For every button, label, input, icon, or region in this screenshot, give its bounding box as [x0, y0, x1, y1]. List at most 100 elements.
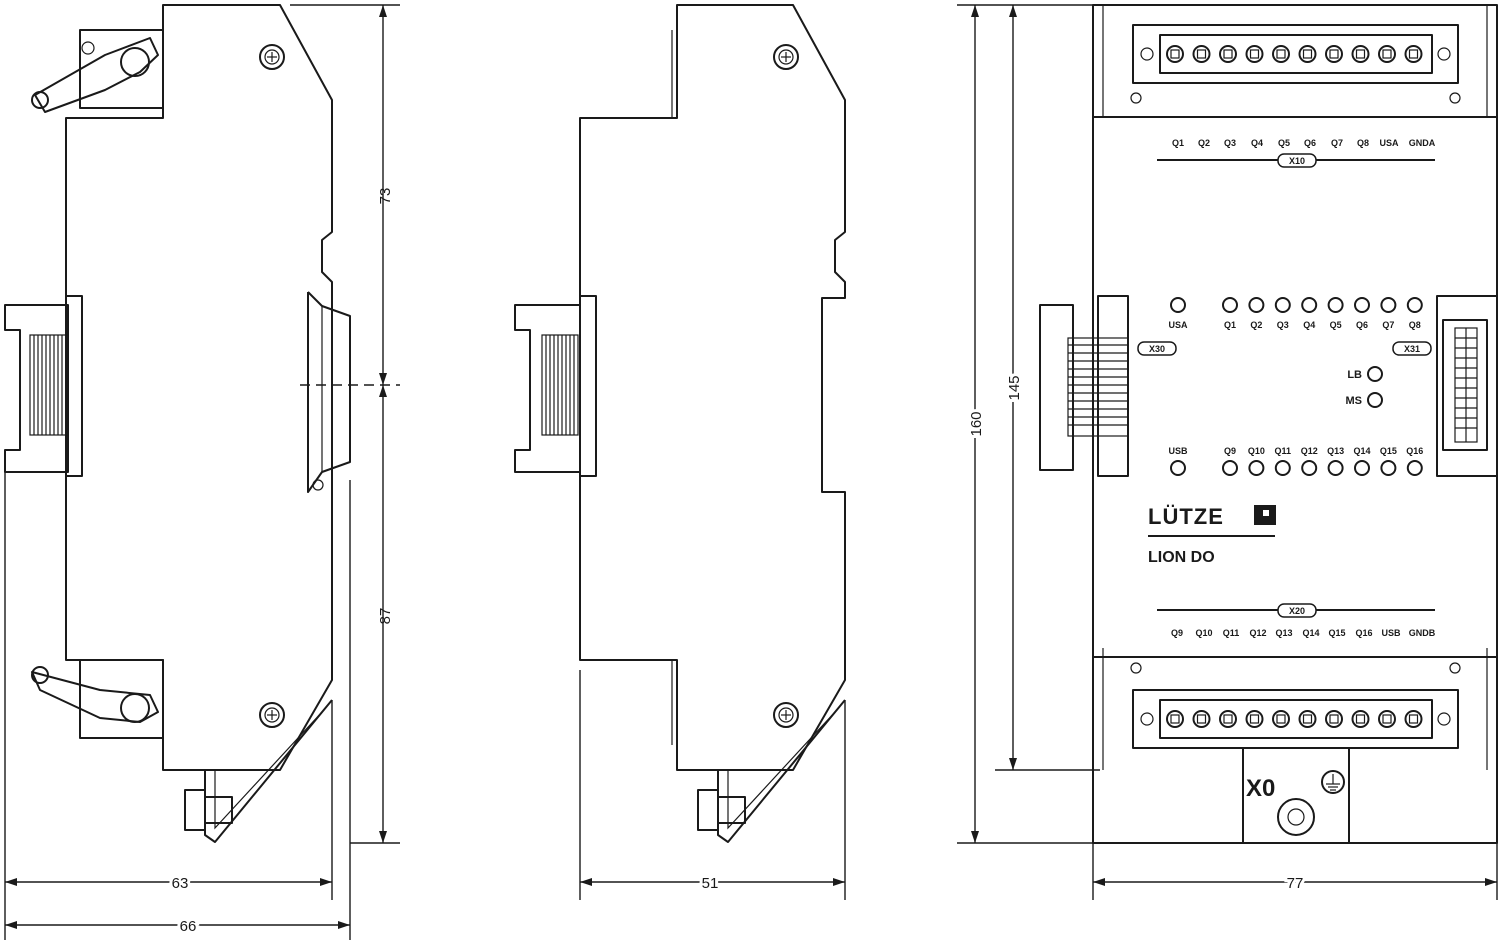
pin-label: Q1 [1172, 138, 1184, 148]
terminal-pin [1378, 45, 1396, 63]
svg-text:X10: X10 [1289, 156, 1305, 166]
pin-label: Q15 [1328, 628, 1345, 638]
pin-label: USA [1379, 138, 1399, 148]
pin-label: Q4 [1251, 138, 1263, 148]
screw-icon [259, 44, 285, 70]
led-indicator: Q15 [1380, 446, 1397, 476]
led-indicator: Q14 [1353, 446, 1371, 476]
bus-connector-x31: X31 [1392, 295, 1498, 477]
pin-label: Q5 [1278, 138, 1290, 148]
terminal-pin [1298, 710, 1317, 728]
svg-text:Q14: Q14 [1353, 446, 1370, 456]
terminal-pin [1245, 710, 1264, 728]
side-view [514, 4, 846, 843]
led-indicator: Q4 [1301, 297, 1318, 330]
dim-77: 77 [1287, 875, 1304, 892]
svg-text:Q4: Q4 [1303, 320, 1315, 330]
led-indicator: Q9 [1222, 446, 1238, 476]
side1-dimensions: 73 87 63 66 [4, 4, 400, 940]
bus-connector [4, 295, 83, 477]
svg-text:Q13: Q13 [1327, 446, 1344, 456]
led-indicator: Q2 [1248, 297, 1265, 330]
status-led-ms: MS [1346, 392, 1383, 408]
pin-label: Q11 [1223, 628, 1240, 638]
model-name: LION DO [1148, 549, 1215, 566]
led-indicator: Q10 [1248, 446, 1265, 476]
terminal-connector-x10 [1130, 24, 1461, 104]
terminal-pin [1219, 710, 1237, 728]
dim-145: 145 [1006, 375, 1023, 400]
svg-text:USA: USA [1168, 320, 1188, 330]
mounting-foot [697, 699, 846, 843]
svg-text:USB: USB [1168, 446, 1188, 456]
dim-160: 160 [968, 411, 985, 436]
dim-63: 63 [172, 875, 189, 892]
terminal-pin [1192, 45, 1211, 63]
terminal-pin [1272, 45, 1290, 63]
pin-label: Q2 [1198, 138, 1210, 148]
svg-text:MS: MS [1346, 395, 1363, 407]
latch-lever-icon [31, 659, 164, 739]
svg-text:LB: LB [1347, 369, 1362, 381]
pin-label: Q10 [1195, 628, 1212, 638]
mounting-foot [184, 699, 333, 843]
pin-label: Q16 [1355, 628, 1372, 638]
terminal-connector-x20 [1130, 662, 1461, 749]
front-dimensions: 160 145 77 [957, 4, 1498, 900]
pin-label: Q6 [1304, 138, 1316, 148]
terminal-pin [1404, 710, 1423, 728]
svg-text:Q12: Q12 [1301, 446, 1318, 456]
pin-label: Q14 [1302, 628, 1319, 638]
svg-text:Q7: Q7 [1382, 320, 1394, 330]
pin-label: GNDB [1409, 628, 1436, 638]
svg-text:Q11: Q11 [1275, 446, 1292, 456]
led-indicator: Q7 [1380, 297, 1397, 330]
led-indicator: Q13 [1327, 446, 1344, 476]
status-led-lb: LB [1347, 366, 1383, 382]
din-rail [307, 291, 351, 493]
dim-73: 73 [377, 188, 394, 205]
terminal-pin [1192, 710, 1211, 728]
dim-87: 87 [377, 608, 394, 625]
led-indicator: Q16 [1406, 446, 1423, 476]
svg-text:Q3: Q3 [1277, 320, 1289, 330]
led-indicator: Q6 [1354, 297, 1370, 330]
pin-label: GNDA [1409, 138, 1436, 148]
screw-icon [773, 702, 799, 728]
terminal-pin [1166, 710, 1184, 728]
terminal-pin [1298, 45, 1317, 63]
led-indicator: Q12 [1301, 446, 1318, 476]
svg-text:Q8: Q8 [1409, 320, 1421, 330]
latch-lever-icon [31, 29, 164, 113]
dim-66: 66 [180, 918, 197, 935]
terminal-pin [1219, 45, 1237, 63]
bus-connector-x30: X30 [1039, 295, 1177, 477]
led-indicator: Q3 [1274, 297, 1291, 330]
terminal-pin [1325, 710, 1343, 728]
svg-text:Q16: Q16 [1406, 446, 1423, 456]
svg-text:Q15: Q15 [1380, 446, 1397, 456]
led-indicator: Q5 [1327, 297, 1344, 330]
pin-label: Q9 [1171, 628, 1183, 638]
pin-label: Q7 [1331, 138, 1343, 148]
bus-connector [514, 295, 597, 477]
svg-text:X31: X31 [1404, 344, 1420, 354]
led-indicator: Q8 [1406, 297, 1423, 330]
dim-51: 51 [702, 875, 719, 892]
svg-text:Q5: Q5 [1330, 320, 1342, 330]
terminal-pin [1351, 710, 1370, 728]
screw-icon [773, 44, 799, 70]
pin-label: USB [1381, 628, 1401, 638]
led-indicator: Q1 [1222, 297, 1238, 330]
pin-label: Q8 [1357, 138, 1369, 148]
svg-text:X0: X0 [1246, 775, 1275, 802]
x20-label-badge: X20 [1277, 603, 1317, 618]
side2-dimensions: 51 [579, 670, 846, 900]
svg-text:Q10: Q10 [1248, 446, 1265, 456]
svg-text:X20: X20 [1289, 606, 1305, 616]
ground-terminal-x0: X0 [1242, 747, 1350, 844]
terminal-pin [1272, 710, 1290, 728]
